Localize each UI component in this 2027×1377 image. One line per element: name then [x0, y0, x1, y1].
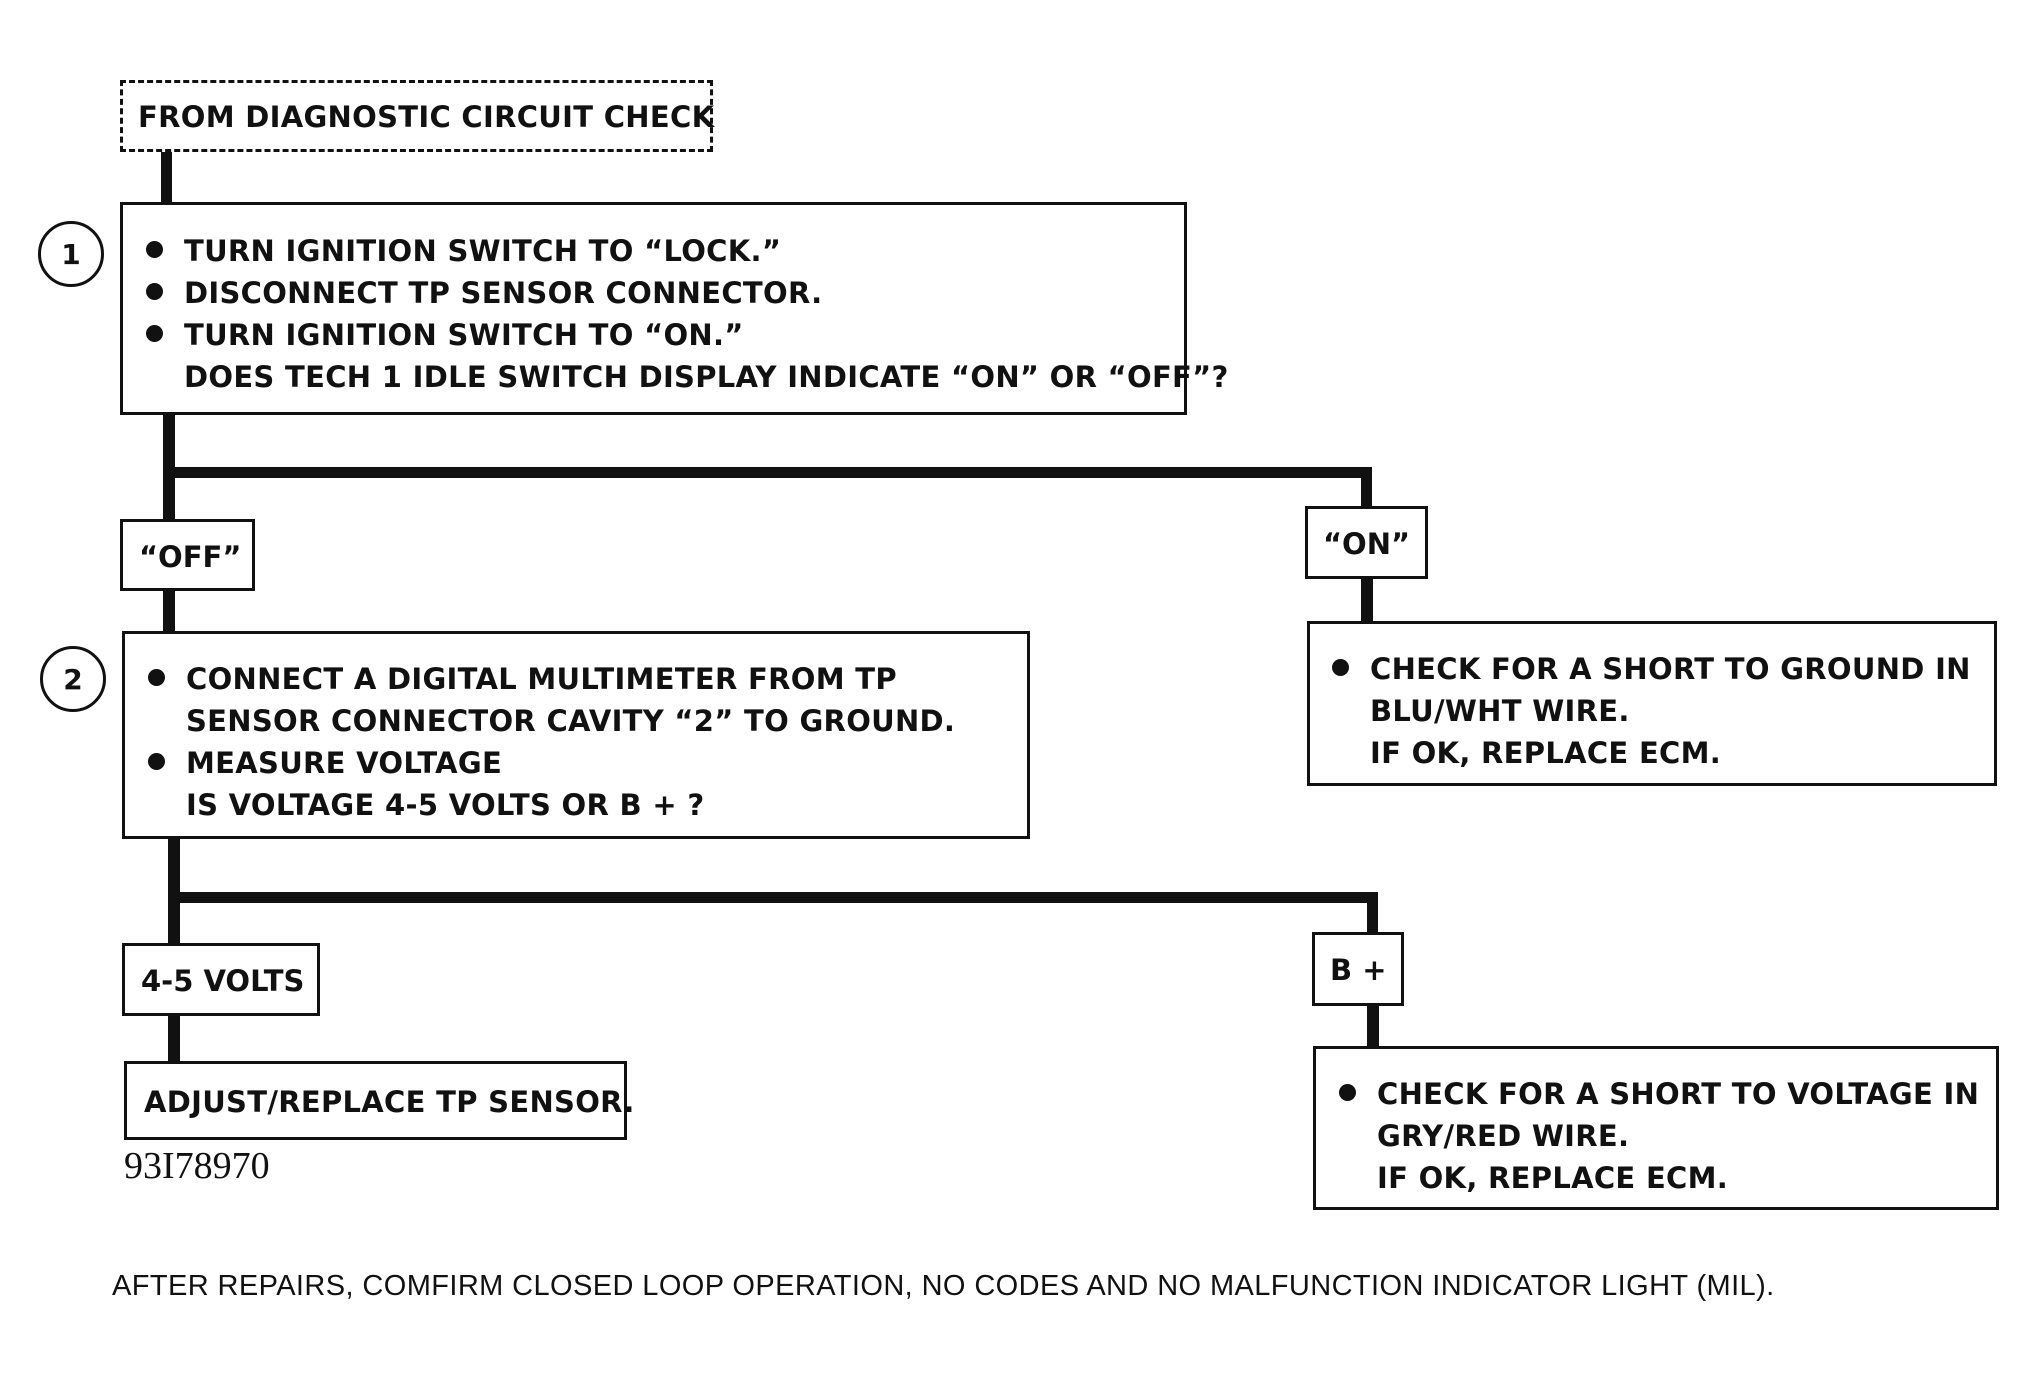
step-1-bullet: TURN IGNITION SWITCH TO “ON.”: [136, 314, 1174, 356]
volts-label: 4-5 VOLTS: [141, 964, 305, 998]
bullet-dot: [1339, 1084, 1356, 1101]
connector-branch1-to-on: [1361, 467, 1372, 507]
bplus-result-box: CHECK FOR A SHORT TO VOLTAGE IN GRY/RED …: [1313, 1046, 1999, 1210]
connector-step2-down: [168, 836, 180, 946]
step-1-bullet: DISCONNECT TP SENSOR CONNECTOR.: [136, 272, 1174, 314]
connector-off-to-step2: [163, 590, 175, 635]
bullet-dot: [148, 753, 165, 770]
volts-result-text: ADJUST/REPLACE TP SENSOR.: [144, 1085, 635, 1119]
connector-volts-to-result: [168, 1014, 180, 1064]
step-1-marker: 1: [38, 221, 104, 287]
step-2-box: CONNECT A DIGITAL MULTIMETER FROM TP SEN…: [122, 631, 1030, 839]
step-1-bullet: TURN IGNITION SWITCH TO “LOCK.”: [136, 230, 1174, 272]
on-result-bullet: CHECK FOR A SHORT TO GROUND IN BLU/WHT W…: [1322, 648, 1980, 732]
start-box: FROM DIAGNOSTIC CIRCUIT CHECK: [120, 80, 715, 152]
on-result-box: CHECK FOR A SHORT TO GROUND IN BLU/WHT W…: [1307, 621, 1997, 786]
off-label: “OFF”: [139, 540, 242, 574]
start-label: FROM DIAGNOSTIC CIRCUIT CHECK: [138, 100, 715, 134]
step-2-marker: 2: [40, 646, 106, 712]
on-label-box: “ON”: [1305, 506, 1428, 579]
bplus-result-bullet: CHECK FOR A SHORT TO VOLTAGE IN GRY/RED …: [1329, 1073, 1984, 1157]
bullet-dot: [148, 669, 165, 686]
bplus-label: B +: [1330, 953, 1387, 987]
step-2-bullet: MEASURE VOLTAGE: [138, 742, 1017, 784]
bullet-dot: [146, 283, 163, 300]
connector-step1-down: [163, 413, 175, 520]
bullet-dot: [1332, 659, 1349, 676]
volts-result-box: ADJUST/REPLACE TP SENSOR.: [124, 1061, 634, 1140]
figure-id: 93I78970: [124, 1145, 270, 1187]
on-result-line2: IF OK, REPLACE ECM.: [1370, 736, 1722, 770]
connector-on-to-result: [1361, 577, 1373, 624]
step-1-box: TURN IGNITION SWITCH TO “LOCK.” DISCONNE…: [120, 202, 1229, 415]
step-1-question: DOES TECH 1 IDLE SWITCH DISPLAY INDICATE…: [184, 360, 1229, 394]
connector-branch2-to-bplus: [1367, 892, 1378, 934]
bullet-dot: [146, 241, 163, 258]
connector-bplus-to-result: [1367, 1003, 1379, 1050]
connector-start-to-step1: [161, 151, 172, 211]
footer-note: AFTER REPAIRS, COMFIRM CLOSED LOOP OPERA…: [112, 1270, 1775, 1302]
off-label-box: “OFF”: [120, 519, 255, 591]
bullet-dot: [146, 325, 163, 342]
step-2-question: IS VOLTAGE 4-5 VOLTS OR B + ?: [186, 788, 705, 822]
on-label: “ON”: [1323, 527, 1411, 561]
step-2-bullet: CONNECT A DIGITAL MULTIMETER FROM TP SEN…: [138, 658, 1017, 742]
bplus-result-line2: IF OK, REPLACE ECM.: [1377, 1161, 1729, 1195]
connector-branch2-horizontal: [168, 892, 1378, 903]
connector-branch1-horizontal: [163, 467, 1372, 478]
volts-label-box: 4-5 VOLTS: [122, 943, 320, 1016]
bplus-label-box: B +: [1312, 932, 1404, 1006]
